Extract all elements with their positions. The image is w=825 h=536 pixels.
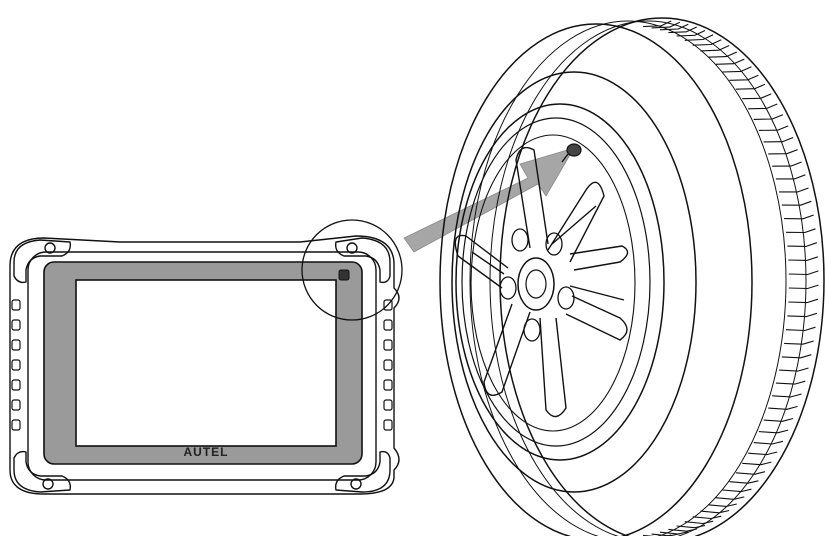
tread-block bbox=[742, 461, 772, 466]
tread-block bbox=[651, 21, 681, 29]
tread-block bbox=[708, 503, 737, 507]
tread-block bbox=[779, 367, 809, 372]
tread-block bbox=[729, 480, 759, 484]
grip-ridges-right bbox=[383, 299, 393, 431]
tread-block bbox=[787, 242, 818, 247]
tread-block bbox=[684, 520, 714, 525]
tire-valve-stem bbox=[561, 143, 582, 163]
tablet-screen bbox=[75, 279, 337, 447]
tire-sidewall-outer bbox=[439, 23, 753, 536]
tire-back-edge bbox=[499, 17, 825, 536]
wheel-hub bbox=[517, 257, 555, 311]
tread-block bbox=[700, 44, 730, 52]
tread-block bbox=[748, 103, 778, 110]
tread-block bbox=[788, 298, 819, 304]
tread-block bbox=[772, 393, 802, 398]
tread-block bbox=[722, 66, 752, 73]
tread-block bbox=[785, 228, 816, 234]
direction-arrow bbox=[403, 147, 575, 253]
tread-block bbox=[779, 187, 809, 193]
tread-block bbox=[775, 380, 806, 385]
tire-tread bbox=[643, 20, 819, 536]
tread-block bbox=[676, 30, 706, 37]
tread-block bbox=[763, 136, 794, 143]
corner-guard-br bbox=[334, 450, 391, 493]
tread-block bbox=[676, 524, 706, 529]
tread-block bbox=[735, 471, 766, 475]
corner-guard-bl bbox=[13, 450, 72, 493]
tread-block bbox=[772, 161, 802, 167]
tread-block bbox=[753, 114, 784, 120]
tread-block bbox=[659, 23, 689, 31]
tread-block bbox=[735, 83, 766, 90]
tread-block bbox=[758, 125, 789, 131]
corner-guard-tr bbox=[334, 237, 391, 284]
camera-callout-circle bbox=[301, 219, 403, 321]
tread-block bbox=[729, 74, 759, 81]
tread-block bbox=[668, 528, 697, 532]
tread-block bbox=[643, 20, 672, 28]
tread-block bbox=[768, 405, 798, 410]
tread-block bbox=[781, 200, 812, 206]
tread-block bbox=[788, 270, 819, 276]
tablet-bumper bbox=[9, 235, 400, 495]
tire-sidewall-inner bbox=[451, 71, 697, 493]
grip-ridges-left bbox=[11, 299, 21, 431]
tread-block bbox=[715, 496, 745, 500]
lug-nuts bbox=[499, 228, 575, 342]
tread-block bbox=[692, 515, 722, 520]
tread-block bbox=[708, 51, 738, 58]
tread-block bbox=[742, 93, 772, 100]
tablet-body bbox=[27, 251, 377, 481]
tread-block bbox=[692, 39, 722, 46]
tread-block bbox=[700, 509, 730, 514]
corner-guard-tl bbox=[13, 239, 72, 284]
tread-block bbox=[753, 440, 784, 445]
tread-block bbox=[788, 284, 819, 290]
tread-block bbox=[722, 488, 752, 493]
camera-lens bbox=[338, 269, 350, 281]
rim-outer bbox=[455, 103, 665, 461]
tread-block bbox=[748, 451, 778, 456]
diagnostic-tablet bbox=[9, 235, 400, 495]
tread-block bbox=[775, 174, 806, 180]
tread-block bbox=[768, 149, 798, 155]
tread-block bbox=[763, 417, 794, 422]
tread-block bbox=[781, 354, 812, 359]
tread-block bbox=[787, 312, 818, 318]
tread-block bbox=[788, 256, 819, 261]
tablet-brand-label: AUTEL bbox=[184, 445, 229, 459]
rim-spokes bbox=[454, 146, 629, 418]
tire-wheel bbox=[439, 17, 825, 536]
tread-block bbox=[784, 214, 814, 220]
tread-block bbox=[784, 340, 814, 345]
rim-lip bbox=[461, 117, 651, 447]
tread-block bbox=[758, 429, 789, 434]
tread-block bbox=[684, 34, 714, 41]
tread-block bbox=[668, 26, 697, 34]
tread-block bbox=[715, 58, 745, 65]
tread-block bbox=[785, 326, 816, 332]
